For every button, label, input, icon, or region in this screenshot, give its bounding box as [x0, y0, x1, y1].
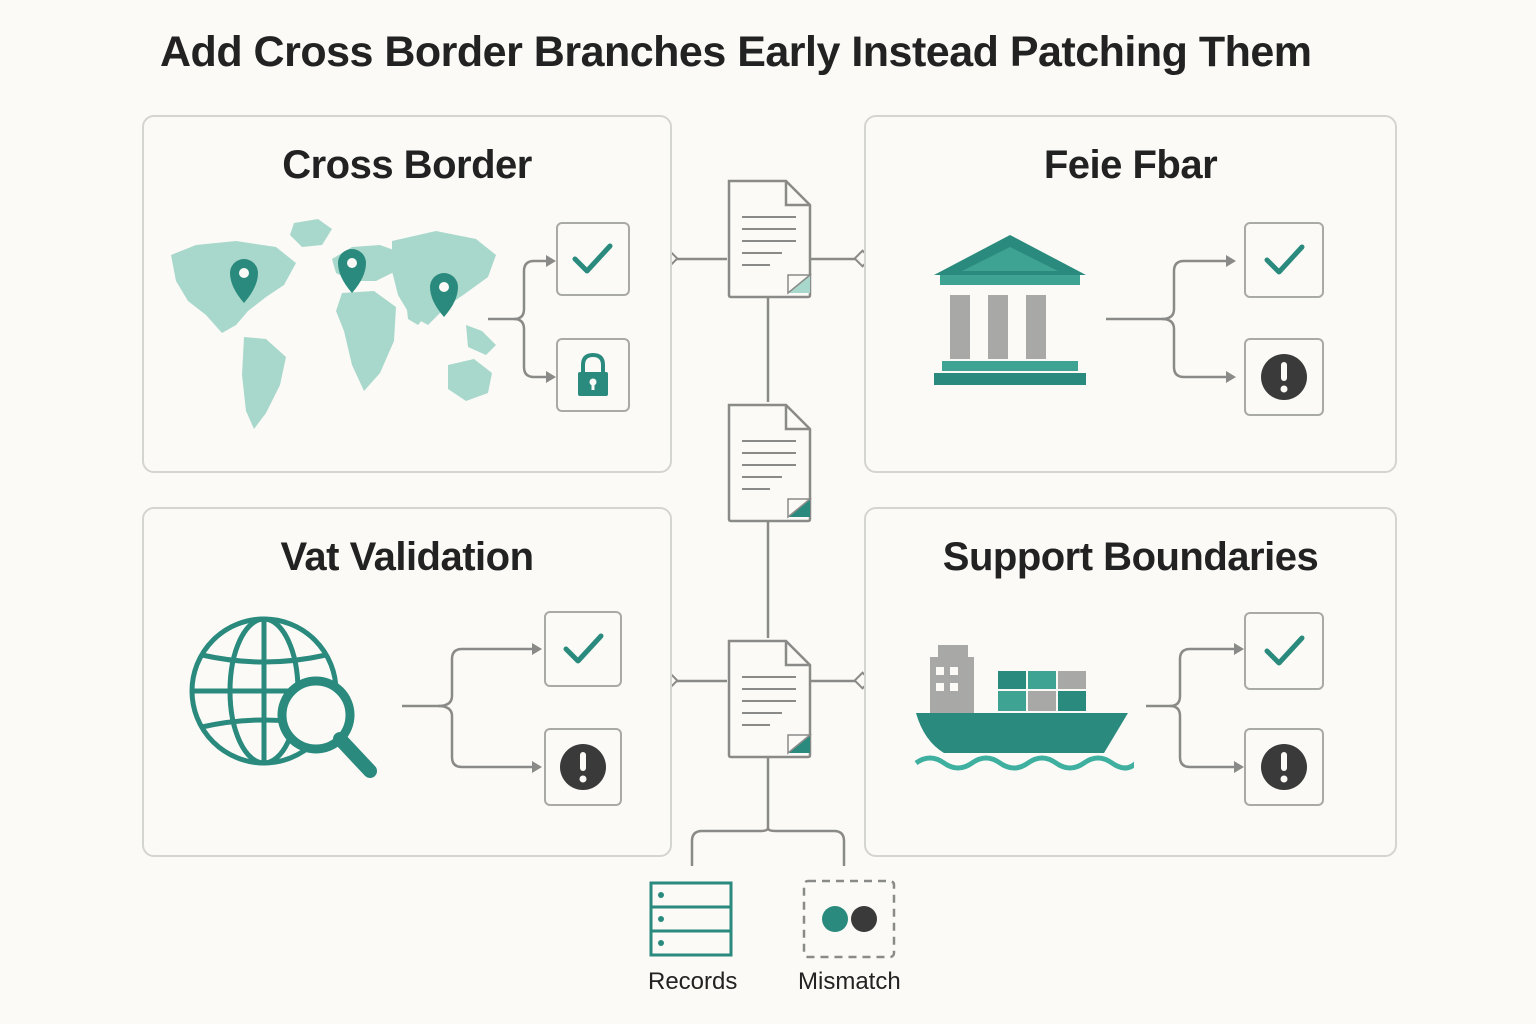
check-icon: [563, 633, 604, 664]
records-label: Records: [648, 968, 738, 995]
globe-search-icon: [189, 616, 377, 778]
panel-support-boundaries: Support Boundaries: [864, 507, 1397, 857]
outcome-box: [1244, 338, 1324, 416]
bank-building-icon: [934, 235, 1086, 385]
outcome-box: [556, 338, 630, 412]
outcome-box: [1244, 728, 1324, 806]
check-icon: [1264, 244, 1305, 275]
mismatch-dots-icon: [802, 879, 896, 959]
document-icon: [727, 639, 813, 759]
outcome-box: [556, 222, 630, 296]
branch-connector: [488, 255, 556, 383]
branch-connector: [1146, 643, 1244, 773]
outcome-box: [544, 611, 622, 687]
panel-title: Support Boundaries: [942, 535, 1319, 579]
cargo-ship-icon: [914, 645, 1134, 771]
check-icon: [572, 243, 613, 274]
panel-cross-border: Cross Border: [142, 115, 672, 473]
outcome-box: [544, 728, 622, 806]
check-icon: [1264, 635, 1305, 666]
branch-connector: [402, 643, 542, 773]
branch-connector: [1106, 255, 1236, 383]
document-icon: [727, 179, 813, 299]
page-title: Add Cross Border Branches Early Instead …: [160, 28, 1312, 76]
panel-feie-fbar: Feie Fbar: [864, 115, 1397, 473]
world-map-icon: [171, 219, 496, 429]
lock-icon: [578, 352, 608, 396]
panel-title: Vat Validation: [280, 535, 534, 579]
alert-icon: [1261, 354, 1307, 400]
panel-title: Feie Fbar: [1043, 143, 1218, 187]
panel-title: Cross Border: [282, 143, 532, 187]
records-server-icon: [649, 881, 733, 957]
document-icon: [727, 403, 813, 523]
alert-icon: [560, 744, 606, 790]
outcome-box: [1244, 612, 1324, 690]
mismatch-label: Mismatch: [798, 968, 901, 995]
alert-icon: [1261, 744, 1307, 790]
outcome-box: [1244, 222, 1324, 298]
panel-vat-validation: Vat Validation: [142, 507, 672, 857]
